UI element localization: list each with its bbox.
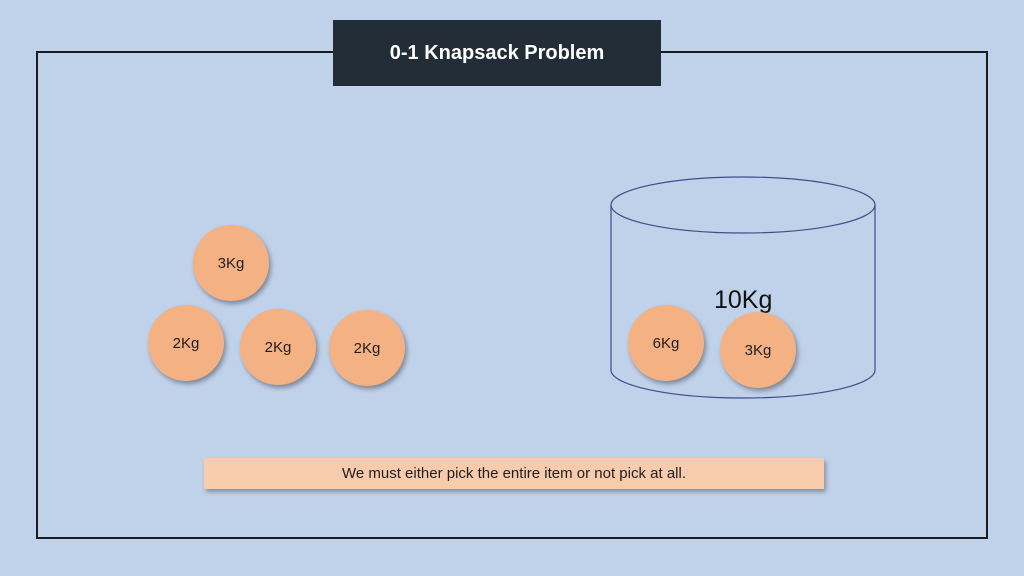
item-circle: 2Kg — [148, 305, 224, 381]
knapsack-item: 3Kg — [720, 312, 796, 388]
item-circle: 3Kg — [193, 225, 269, 301]
rule-note: We must either pick the entire item or n… — [204, 458, 824, 489]
item-circle: 2Kg — [240, 309, 316, 385]
item-weight: 6Kg — [652, 334, 680, 352]
item-weight: 2Kg — [353, 339, 381, 357]
item-weight: 3Kg — [744, 341, 772, 359]
knapsack-capacity: 10Kg — [714, 286, 773, 314]
item-weight: 3Kg — [217, 254, 245, 272]
item-circle: 2Kg — [329, 310, 405, 386]
slide-title: 0-1 Knapsack Problem — [333, 20, 661, 86]
title-text: 0-1 Knapsack Problem — [389, 41, 605, 64]
knapsack-icon — [610, 176, 876, 399]
item-weight: 2Kg — [264, 338, 292, 356]
rule-note-text: We must either pick the entire item or n… — [341, 465, 687, 482]
item-weight: 2Kg — [172, 334, 200, 352]
knapsack-item: 6Kg — [628, 305, 704, 381]
